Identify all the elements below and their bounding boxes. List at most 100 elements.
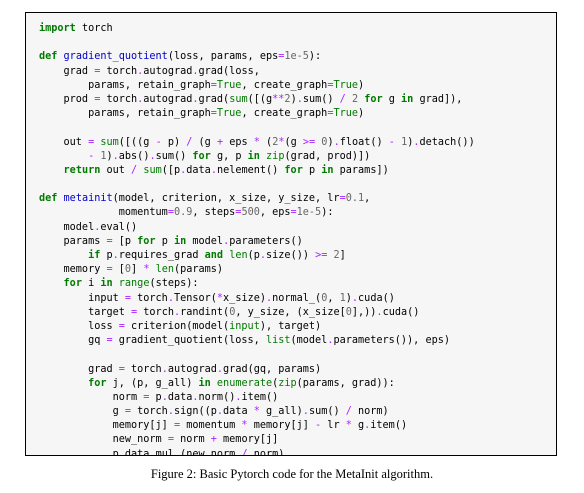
code-line: if p.requires_grad and len(p.size()) >= … bbox=[39, 249, 475, 263]
code-token: . bbox=[192, 391, 199, 403]
code-token: size()) bbox=[266, 250, 316, 261]
code-token: data bbox=[223, 406, 254, 418]
code-token: 1e-5 bbox=[284, 51, 309, 63]
code-token: memory[j] bbox=[216, 434, 279, 446]
code-token: . bbox=[223, 235, 230, 247]
code-token: range bbox=[118, 278, 150, 290]
code-token: 500 bbox=[241, 207, 260, 219]
code-token: True bbox=[216, 108, 242, 120]
code-token: grad(gq, params) bbox=[223, 363, 322, 375]
code-token: sign((p bbox=[173, 406, 217, 418]
code-token: ) bbox=[290, 93, 297, 105]
code-token: out bbox=[100, 164, 132, 176]
code-token: list bbox=[265, 335, 291, 347]
code-token: p bbox=[149, 391, 162, 403]
code-token: . bbox=[112, 250, 119, 261]
code-token: . bbox=[173, 306, 181, 318]
code-token: 0.1 bbox=[345, 193, 365, 205]
code-listing-box: import torch def gradient_quotient(loss,… bbox=[25, 12, 557, 456]
code-token bbox=[39, 151, 88, 162]
code-token: p bbox=[302, 164, 322, 176]
code-token: metainit bbox=[63, 193, 113, 205]
code-token: 1 bbox=[401, 136, 408, 148]
code-token: prod bbox=[39, 93, 95, 105]
code-token: ] bbox=[131, 264, 144, 276]
code-token: (params, grad)): bbox=[296, 377, 395, 389]
code-line: - 1).abs().sum() for g, p in zip(grad, p… bbox=[39, 150, 475, 164]
code-token: - bbox=[388, 136, 395, 148]
code-token: = bbox=[106, 235, 113, 247]
code-token bbox=[39, 278, 64, 289]
code-token: memory[j] bbox=[39, 420, 174, 432]
code-token: ] bbox=[339, 250, 346, 261]
code-token: * bbox=[241, 420, 248, 432]
code-line: model.eval() bbox=[39, 221, 475, 235]
code-token: data bbox=[124, 448, 150, 456]
code-token: torch bbox=[124, 363, 162, 375]
code-token: for bbox=[192, 150, 211, 162]
code-token: . bbox=[118, 448, 125, 456]
code-token: for bbox=[88, 377, 107, 389]
code-token: sum() bbox=[155, 150, 193, 162]
code-line: p.data.mul_(new_norm / norm) bbox=[39, 448, 475, 456]
code-token: len bbox=[155, 264, 174, 276]
code-token: j, (p, g_all) bbox=[106, 377, 199, 389]
code-token: [ bbox=[112, 264, 125, 276]
code-token: grad]), bbox=[413, 93, 463, 105]
code-token: sum() bbox=[308, 406, 346, 418]
code-token: * bbox=[253, 406, 260, 418]
code-token: . bbox=[265, 292, 273, 304]
code-token: 2 bbox=[284, 93, 291, 105]
code-token: 2 bbox=[272, 136, 279, 148]
code-token: = bbox=[106, 264, 113, 276]
code-token: import bbox=[39, 23, 76, 34]
code-token: return bbox=[63, 164, 101, 176]
code-line: memory[j] = momentum * memory[j] - lr * … bbox=[39, 419, 475, 433]
code-token: if bbox=[88, 250, 101, 261]
code-token: * bbox=[345, 420, 352, 432]
code-line bbox=[39, 348, 475, 362]
code-token: / bbox=[186, 136, 193, 148]
code-token: for bbox=[63, 278, 82, 290]
code-token: float() bbox=[339, 136, 389, 148]
code-token: mul_(new_norm bbox=[155, 448, 242, 456]
code-token: sum bbox=[229, 93, 248, 105]
code-token: . bbox=[161, 363, 168, 375]
code-token: momentum bbox=[180, 420, 242, 432]
code-token: grad bbox=[39, 363, 119, 375]
code-token: . bbox=[192, 65, 199, 77]
code-token: = bbox=[339, 193, 346, 205]
code-token: . bbox=[210, 164, 217, 176]
code-token: eval() bbox=[100, 221, 138, 233]
code-token: zip bbox=[278, 377, 297, 389]
code-token: g, p bbox=[210, 150, 248, 162]
code-token: g bbox=[351, 420, 365, 432]
code-token: = bbox=[210, 108, 217, 120]
code-token: norm() bbox=[198, 391, 236, 403]
code-token: ( bbox=[272, 377, 279, 389]
code-token: = bbox=[124, 406, 132, 418]
code-token: data bbox=[167, 391, 193, 403]
code-token: params, retain_graph bbox=[39, 108, 211, 120]
code-line: norm = p.data.norm().item() bbox=[39, 391, 475, 405]
code-token bbox=[39, 165, 64, 176]
code-token: . bbox=[364, 420, 371, 432]
code-token: autograd bbox=[167, 363, 217, 375]
code-token: . bbox=[302, 406, 309, 418]
code-token bbox=[39, 378, 88, 389]
code-token: abs() bbox=[118, 150, 150, 162]
code-token: = bbox=[290, 207, 297, 219]
code-token: sum() bbox=[302, 93, 340, 105]
code-token: memory bbox=[39, 264, 107, 276]
code-token: ([((g bbox=[118, 136, 156, 148]
code-token: 0 bbox=[229, 306, 236, 318]
code-token: model bbox=[186, 235, 224, 247]
code-token: nelement() bbox=[216, 164, 285, 176]
code-token: ([p bbox=[161, 164, 181, 176]
code-line: for j, (p, g_all) in enumerate(zip(param… bbox=[39, 377, 475, 391]
code-line: grad = torch.autograd.grad(gq, params) bbox=[39, 363, 475, 377]
code-line: for i in range(steps): bbox=[39, 277, 475, 291]
code-token: params bbox=[39, 235, 107, 247]
code-token: . bbox=[94, 221, 101, 233]
code-token: . bbox=[259, 250, 267, 261]
